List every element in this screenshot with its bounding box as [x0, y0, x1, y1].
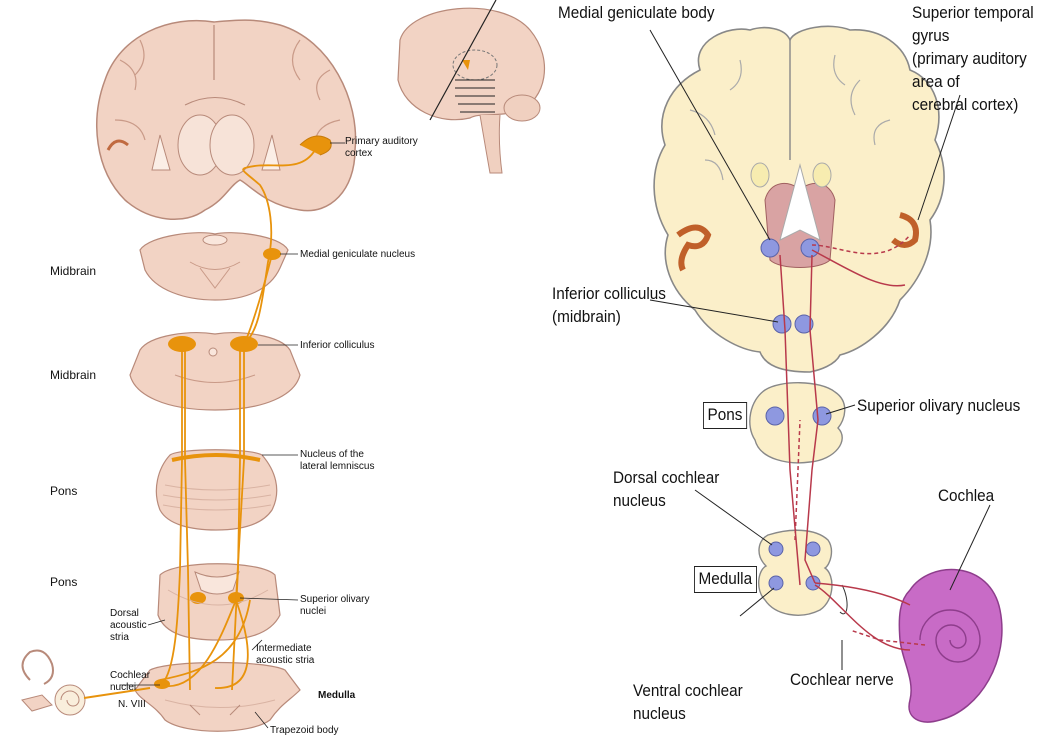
left-auditory-pathway-diagram [22, 0, 544, 731]
label-primary-auditory-cortex: Primary auditory cortex [345, 136, 418, 160]
label-medulla-left: Medulla [318, 690, 355, 702]
label-inferior-colliculus-left: Inferior colliculus [300, 340, 374, 352]
label-dorsal-cochlear-nucleus: Dorsal cochlear nucleus [613, 467, 719, 513]
label-ventral-cochlear-nucleus: Ventral cochlear nucleus [633, 680, 743, 726]
label-cochlear-nerve: Cochlear nerve [790, 669, 894, 692]
level-label-midbrain-2: Midbrain [50, 368, 96, 382]
right-auditory-pathway-diagram [650, 26, 1002, 722]
label-medulla-right: Medulla [694, 566, 757, 593]
medulla-slice [135, 663, 300, 732]
pons-section-right [750, 383, 845, 463]
cochlea-illustration [899, 570, 1002, 722]
label-intermediate-acoustic-stria: Intermediate acoustic stria [256, 643, 314, 667]
label-cochlea: Cochlea [938, 485, 994, 508]
label-pons-right: Pons [703, 402, 747, 429]
label-inferior-colliculus-right: Inferior colliculus (midbrain) [552, 283, 666, 329]
level-label-midbrain-1: Midbrain [50, 264, 96, 278]
label-medial-geniculate-body: Medial geniculate body [558, 2, 715, 25]
label-dorsal-acoustic-stria: Dorsal acoustic stria [110, 608, 147, 643]
sagittal-brain-inset [398, 0, 544, 173]
label-superior-olivary-nucleus: Superior olivary nucleus [857, 395, 1020, 418]
label-nucleus-lateral-lemniscus: Nucleus of the lateral lemniscus [300, 449, 374, 473]
inferior-colliculus-left [773, 315, 791, 333]
midbrain-slice-inferior-colliculus [130, 333, 300, 410]
label-superior-temporal-gyrus: Superior temporal gyrus (primary auditor… [912, 2, 1037, 117]
label-superior-olivary-nuclei: Superior olivary nuclei [300, 594, 369, 618]
midbrain-slice-medial-geniculate [140, 233, 288, 300]
level-label-pons-2: Pons [50, 575, 77, 589]
label-medial-geniculate-nucleus: Medial geniculate nucleus [300, 249, 415, 261]
level-label-pons-1: Pons [50, 484, 77, 498]
left-leader-lines [120, 143, 345, 728]
label-trapezoid-body: Trapezoid body [270, 725, 339, 737]
label-cochlear-nuclei: Cochlear nuclei [110, 670, 150, 694]
pons-slice-lateral-lemniscus [156, 450, 276, 530]
label-nerve-viii: N. VIII [118, 699, 146, 711]
medial-geniculate-nucleus-left [761, 239, 779, 257]
medial-geniculate-nucleus-right [801, 239, 819, 257]
